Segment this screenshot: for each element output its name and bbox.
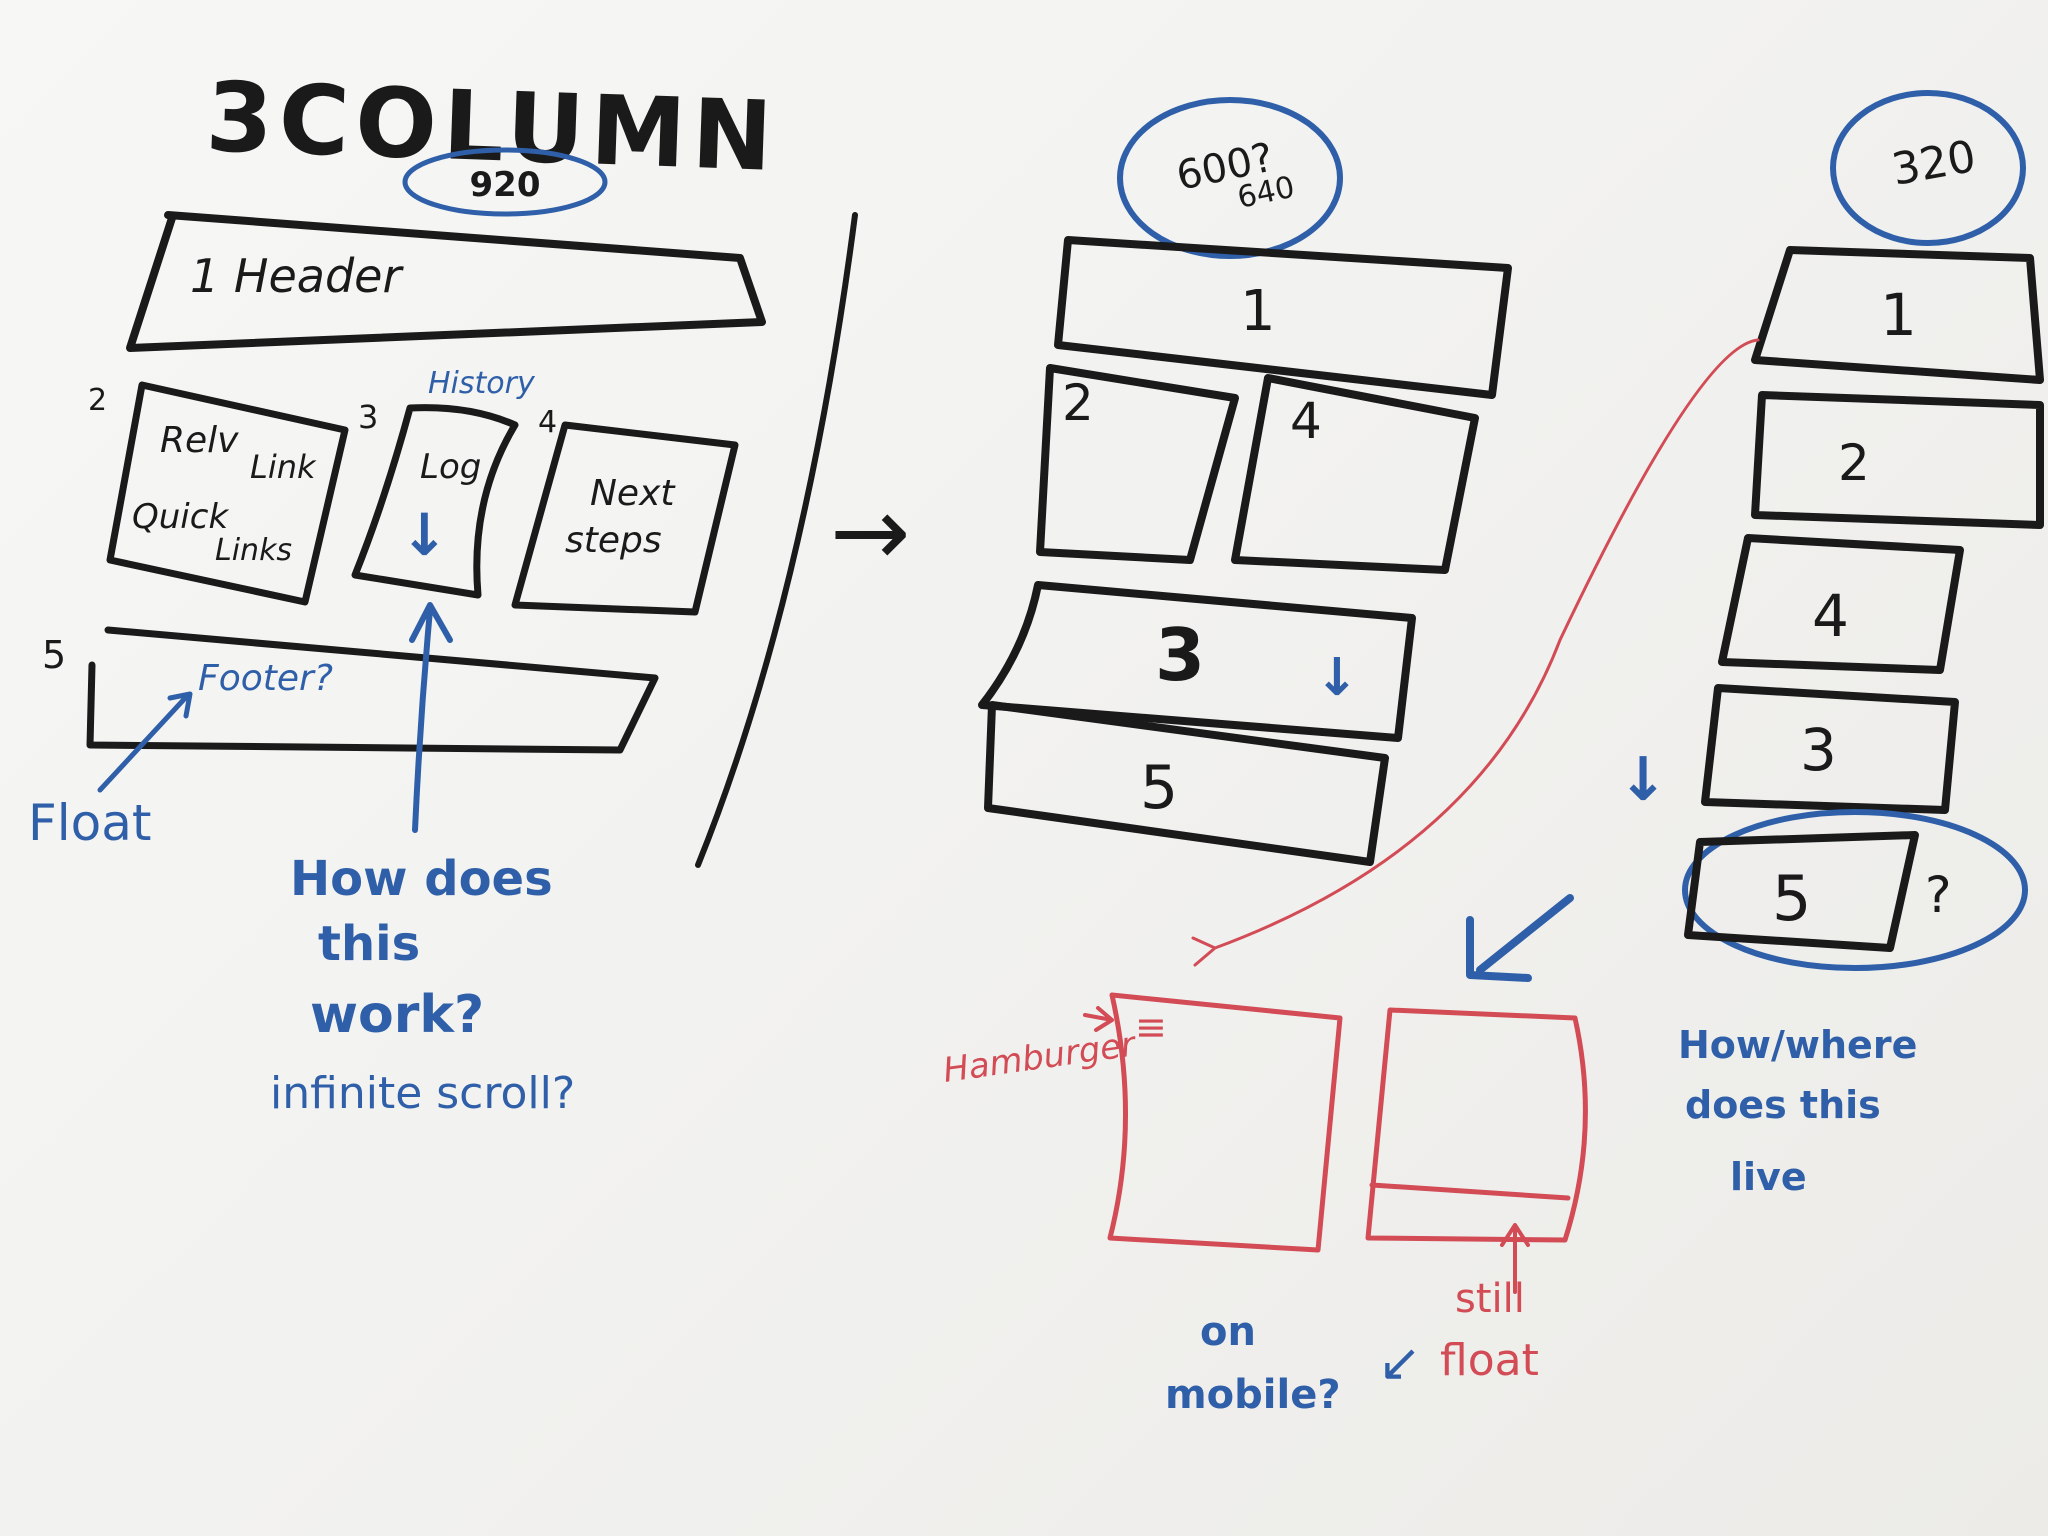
float-note: Float — [28, 794, 152, 852]
tablet-block-4 — [1231, 374, 1479, 574]
on-mobile-line1: on — [1200, 1309, 1256, 1355]
tablet-block-5-label: 5 — [1140, 753, 1178, 823]
mobile-sketch-arrow — [1466, 894, 1574, 982]
question-arrow — [409, 602, 453, 833]
desktop-col2-line2: Link — [250, 448, 317, 486]
mobile-block-1-label: 1 — [1880, 281, 1917, 349]
mobile-block-4 — [1718, 534, 1964, 674]
divider-line — [695, 212, 858, 868]
hamburger-pointer — [1083, 1006, 1114, 1032]
mobile-side-arrow: ↓ — [1618, 745, 1668, 815]
mobile-block-5-label: 5 — [1772, 862, 1811, 935]
tablet-block-2-label: 2 — [1062, 374, 1094, 432]
desktop-col4-line1: Next — [590, 473, 676, 514]
width-note-circle — [402, 147, 608, 217]
desktop-col4-line2: steps — [565, 520, 662, 561]
mobile-sketch-screen-right — [1365, 1007, 1588, 1243]
mobile-sketch-screen-left — [1107, 992, 1343, 1253]
board-title: 3COLUMN — [204, 61, 780, 193]
mobile-width-circle — [1830, 90, 2026, 246]
desktop-col2-box — [106, 381, 349, 606]
mobile-block-2 — [1751, 391, 2044, 529]
desktop-col2-line1: Relv — [160, 420, 239, 461]
desktop-header-box — [126, 211, 766, 352]
tablet-block-3-arrow: ↓ — [1315, 648, 1359, 708]
desktop-footer-number: 5 — [42, 633, 66, 677]
mobile-block-1 — [1751, 246, 2044, 384]
desktop-col3-number: 3 — [358, 398, 378, 436]
desktop-col3-note: History — [428, 366, 536, 401]
still-float-arrow — [1500, 1223, 1530, 1294]
tablet-block-5 — [984, 701, 1389, 866]
on-mobile-line2: mobile? — [1165, 1372, 1341, 1418]
mobile-question-line3: live — [1730, 1155, 1807, 1199]
desktop-footer-label: Footer? — [198, 658, 333, 699]
mobile-block-3-label: 3 — [1800, 716, 1837, 784]
desktop-col2-line3: Quick — [132, 497, 229, 537]
hamburger-connector — [1191, 338, 1760, 967]
desktop-col3-label: Log — [420, 447, 481, 487]
desktop-col4-number: 4 — [538, 405, 557, 440]
tablet-block-3-label: 3 — [1155, 613, 1205, 697]
mobile-block-4-label: 4 — [1812, 582, 1849, 650]
question-line4: infinite scroll? — [270, 1068, 575, 1119]
tablet-block-1-label: 1 — [1240, 279, 1276, 344]
desktop-col3-box — [351, 404, 519, 599]
hamburger-label: Hamburger — [941, 1024, 1140, 1091]
tablet-block-4-label: 4 — [1290, 392, 1322, 450]
hamburger-icon: ≡ — [1135, 1005, 1167, 1049]
desktop-footer-box — [86, 626, 659, 754]
desktop-header-label: 1 Header — [190, 249, 404, 303]
mobile-block-5 — [1684, 831, 1919, 952]
mobile-block-2-label: 2 — [1838, 434, 1870, 492]
desktop-col2-line4: Links — [215, 533, 292, 568]
question-line1: How does — [290, 851, 553, 907]
mobile-question-mark: ? — [1925, 866, 1952, 924]
tablet-block-1 — [1054, 236, 1512, 399]
mobile-block-5-circle — [1682, 809, 2028, 971]
float-footer-line — [1369, 1182, 1571, 1201]
question-line3: work? — [310, 985, 484, 1045]
width-note-920: 920 — [470, 165, 541, 205]
question-line2: this — [318, 916, 420, 972]
on-mobile-pointer: ↙ — [1378, 1333, 1422, 1393]
mobile-block-3 — [1701, 684, 1959, 814]
mobile-question-line2: does this — [1685, 1083, 1881, 1127]
still-float-line2: float — [1440, 1335, 1539, 1386]
mobile-question-line1: How/where — [1678, 1023, 1917, 1067]
still-float-line1: still — [1455, 1276, 1525, 1322]
desktop-col2-number: 2 — [88, 383, 107, 418]
float-arrow — [97, 691, 193, 793]
tablet-width-circle — [1117, 97, 1343, 259]
desktop-col4-box — [511, 421, 739, 616]
tablet-block-2 — [1036, 364, 1239, 564]
transition-arrow: → — [830, 476, 910, 588]
desktop-col3-arrow: ↓ — [400, 501, 449, 569]
mobile-width-note: 320 — [1888, 131, 1980, 196]
